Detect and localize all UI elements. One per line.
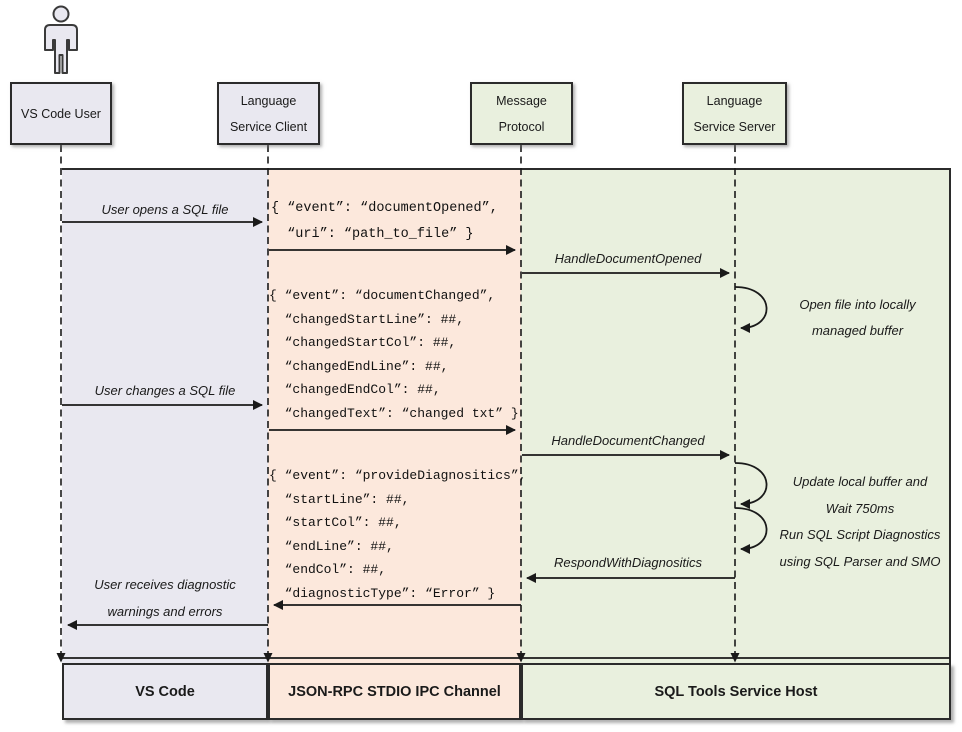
payload-provide-diagnostics: { “event”: “provideDiagnositics”, “start… bbox=[269, 468, 527, 601]
actor-box-language-service-client: Language Service Client bbox=[217, 82, 320, 145]
actor-box-language-service-server: Language Service Server bbox=[682, 82, 787, 145]
lane-right-border bbox=[949, 168, 951, 663]
label-user-opens-sql-file: User opens a SQL file bbox=[101, 202, 229, 217]
footer-box-jsonrpc-ipc-channel: JSON-RPC STDIO IPC Channel bbox=[268, 663, 521, 720]
user-actor-icon bbox=[44, 5, 78, 74]
lane-sql-tools-host bbox=[521, 170, 951, 663]
footer-box-vscode: VS Code bbox=[62, 663, 268, 720]
label-respond-with-diagnostics: RespondWithDiagnositics bbox=[553, 555, 702, 570]
label-handle-document-changed: HandleDocumentChanged bbox=[551, 433, 705, 448]
lane-ipc-channel bbox=[268, 170, 521, 663]
actor-label-language-service-server: Language Service Server bbox=[693, 93, 776, 134]
actor-box-message-protocol: Message Protocol bbox=[470, 82, 573, 145]
payload-document-changed: { “event”: “documentChanged”, “changedSt… bbox=[269, 288, 519, 421]
actor-label-language-service-client: Language Service Client bbox=[229, 93, 308, 134]
note-open-file-into-buffer: Open file into locally managed buffer bbox=[799, 297, 916, 338]
lane-vscode bbox=[62, 170, 268, 663]
note-user-receives-diagnostics: User receives diagnostic warnings and er… bbox=[94, 577, 236, 619]
footer-label-vscode: VS Code bbox=[135, 683, 195, 700]
payload-document-opened: { “event”: “documentOpened”, “uri”: “pat… bbox=[271, 201, 498, 242]
actor-label-vscode-user: VS Code User bbox=[21, 106, 101, 121]
label-user-changes-sql-file: User changes a SQL file bbox=[94, 383, 236, 398]
footer-box-sql-tools-service-host: SQL Tools Service Host bbox=[521, 663, 951, 720]
footer-label-jsonrpc-ipc-channel: JSON-RPC STDIO IPC Channel bbox=[288, 683, 501, 700]
lane-top-border bbox=[62, 168, 951, 170]
label-handle-document-opened: HandleDocumentOpened bbox=[554, 251, 702, 266]
footer-label-sql-tools-service-host: SQL Tools Service Host bbox=[654, 683, 818, 700]
actor-label-message-protocol: Message Protocol bbox=[496, 93, 547, 134]
note-update-local-buffer: Update local buffer and Wait 750ms bbox=[792, 474, 928, 516]
note-run-sql-diagnostics: Run SQL Script Diagnostics using SQL Par… bbox=[779, 527, 941, 569]
actor-box-vscode-user: VS Code User bbox=[10, 82, 112, 145]
